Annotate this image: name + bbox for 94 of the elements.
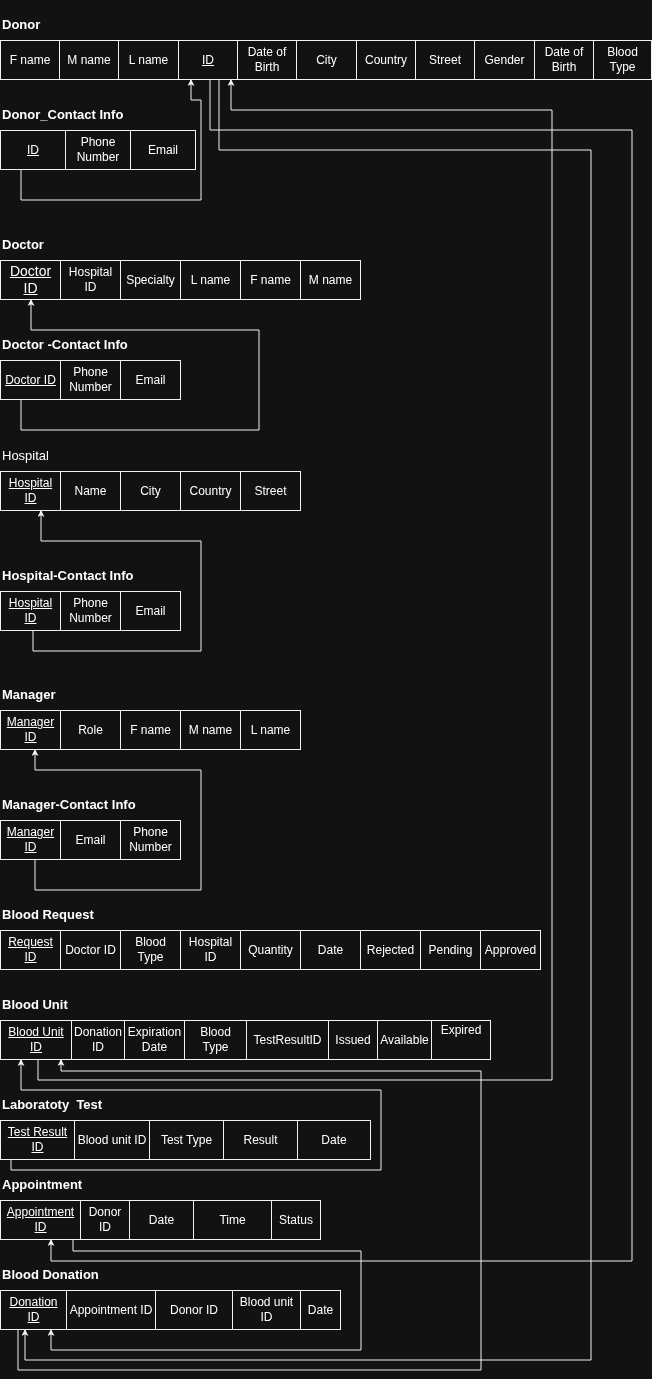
attribute-cell: Quantity bbox=[240, 931, 300, 969]
key-attribute-cell: Donation ID bbox=[1, 1291, 66, 1329]
attribute-cell: Pending bbox=[420, 931, 480, 969]
table-title: Doctor bbox=[2, 237, 44, 252]
table-title: Donor bbox=[2, 17, 41, 32]
attribute-cell: Role bbox=[60, 711, 120, 749]
table-title: Manager-Contact Info bbox=[2, 797, 136, 812]
table-title: Donor_Contact Info bbox=[2, 107, 124, 122]
key-attribute-cell: ID bbox=[1, 131, 65, 169]
key-attribute-cell: Hospital ID bbox=[1, 472, 60, 510]
attribute-cell: M name bbox=[180, 711, 240, 749]
attribute-cell: L name bbox=[180, 261, 240, 299]
key-attribute-cell: Manager ID bbox=[1, 711, 60, 749]
connector-arrow bbox=[47, 78, 633, 1262]
attribute-cell: Donor ID bbox=[80, 1201, 129, 1239]
attribute-cell: Specialty bbox=[120, 261, 180, 299]
connector-arrow bbox=[21, 78, 592, 1361]
key-attribute-cell: ID bbox=[178, 41, 237, 79]
connector-arrow bbox=[47, 1238, 362, 1351]
attribute-cell: Name bbox=[60, 472, 120, 510]
attribute-cell: Email bbox=[130, 131, 195, 169]
key-attribute-cell: Request ID bbox=[1, 931, 60, 969]
attribute-cell: Appointment ID bbox=[66, 1291, 155, 1329]
attribute-cell: Expired bbox=[431, 1021, 490, 1059]
table-title: Hospital-Contact Info bbox=[2, 568, 134, 583]
attribute-cell: Date bbox=[297, 1121, 370, 1159]
attribute-cell: Blood unit ID bbox=[232, 1291, 300, 1329]
attribute-cell: F name bbox=[120, 711, 180, 749]
attribute-cell: City bbox=[296, 41, 356, 79]
attribute-cell: L name bbox=[240, 711, 300, 749]
attribute-cell: F name bbox=[240, 261, 300, 299]
table-title: Appointment bbox=[2, 1177, 83, 1192]
table-title: Blood Donation bbox=[2, 1267, 99, 1282]
connector-arrow bbox=[20, 78, 202, 201]
table-title: Laboratoty Test bbox=[2, 1097, 103, 1112]
table-title: Doctor -Contact Info bbox=[2, 337, 128, 352]
attribute-cell: Gender bbox=[474, 41, 534, 79]
attribute-cell: L name bbox=[118, 41, 178, 79]
table-title: Blood Request bbox=[2, 907, 94, 922]
attribute-cell: M name bbox=[59, 41, 118, 79]
attribute-cell: Status bbox=[271, 1201, 320, 1239]
attribute-cell: Date bbox=[300, 931, 360, 969]
table-title: Manager bbox=[2, 687, 56, 702]
attribute-cell: Email bbox=[120, 592, 180, 630]
connector-arrow bbox=[31, 748, 202, 891]
attribute-cell: Blood Type bbox=[593, 41, 651, 79]
attribute-cell: Phone Number bbox=[65, 131, 130, 169]
attribute-cell: Time bbox=[193, 1201, 271, 1239]
attribute-cell: Blood Type bbox=[184, 1021, 246, 1059]
attribute-cell: Available bbox=[377, 1021, 431, 1059]
key-attribute-cell: Hospital ID bbox=[1, 592, 60, 630]
attribute-cell: Country bbox=[180, 472, 240, 510]
attribute-cell: Donation ID bbox=[71, 1021, 124, 1059]
table-title: Blood Unit bbox=[2, 997, 68, 1012]
attribute-cell: Hospital ID bbox=[180, 931, 240, 969]
attribute-cell: Hospital ID bbox=[60, 261, 120, 299]
key-attribute-cell: Test Result ID bbox=[1, 1121, 74, 1159]
attribute-cell: Rejected bbox=[360, 931, 420, 969]
attribute-cell: Phone Number bbox=[60, 592, 120, 630]
attribute-cell: Result bbox=[223, 1121, 297, 1159]
attribute-cell: Blood Type bbox=[120, 931, 180, 969]
connector-arrow bbox=[17, 1058, 482, 1371]
key-attribute-cell: Manager ID bbox=[1, 821, 60, 859]
key-attribute-cell: Doctor ID bbox=[1, 261, 60, 299]
connector-arrow bbox=[32, 509, 202, 652]
attribute-cell: TestResultID bbox=[246, 1021, 328, 1059]
attribute-cell: City bbox=[120, 472, 180, 510]
attribute-cell: Street bbox=[240, 472, 300, 510]
attribute-cell: Date of Birth bbox=[237, 41, 296, 79]
attribute-cell: Approved bbox=[480, 931, 540, 969]
attribute-cell: Phone Number bbox=[60, 361, 120, 399]
key-attribute-cell: Blood Unit ID bbox=[1, 1021, 71, 1059]
connector-arrow bbox=[37, 78, 553, 1081]
attribute-cell: F name bbox=[1, 41, 59, 79]
attribute-cell: M name bbox=[300, 261, 360, 299]
attribute-cell: Date bbox=[129, 1201, 193, 1239]
attribute-cell: Street bbox=[415, 41, 474, 79]
attribute-cell: Blood unit ID bbox=[74, 1121, 149, 1159]
key-attribute-cell: Doctor ID bbox=[1, 361, 60, 399]
attribute-cell: Country bbox=[356, 41, 415, 79]
attribute-cell: Doctor ID bbox=[60, 931, 120, 969]
key-attribute-cell: Appointment ID bbox=[1, 1201, 80, 1239]
table-title: Hospital bbox=[2, 448, 49, 463]
attribute-cell: Email bbox=[60, 821, 120, 859]
attribute-cell: Donor ID bbox=[155, 1291, 232, 1329]
attribute-cell: Issued bbox=[328, 1021, 377, 1059]
attribute-cell: Email bbox=[120, 361, 180, 399]
attribute-cell: Test Type bbox=[149, 1121, 223, 1159]
attribute-cell: Date of Birth bbox=[534, 41, 593, 79]
connector-arrow bbox=[20, 298, 260, 431]
attribute-cell: Phone Number bbox=[120, 821, 180, 859]
attribute-cell: Date bbox=[300, 1291, 340, 1329]
connector-arrow bbox=[10, 1058, 382, 1171]
attribute-cell: Expiration Date bbox=[124, 1021, 184, 1059]
